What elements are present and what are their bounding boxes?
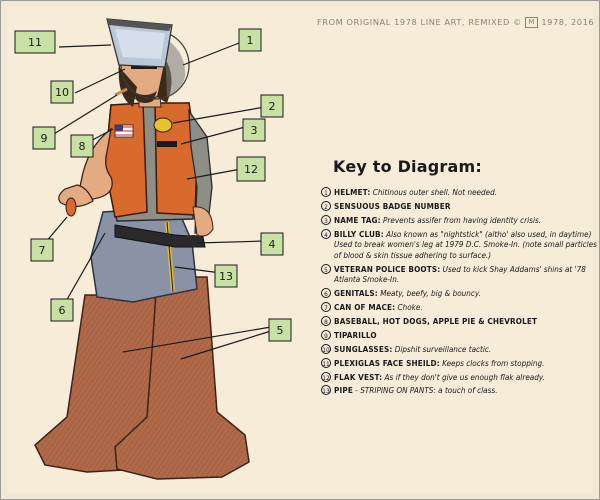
key-number: 12 [321,371,331,382]
credit-line: FROM ORIGINAL 1978 LINE ART, REMIXED © M… [317,17,595,28]
callout-9: 9 [41,132,48,145]
callout-2: 2 [269,100,276,113]
callout-6: 6 [59,304,66,317]
key-description: Meaty, beefy, big & bouncy. [380,288,481,299]
copyright-mark: © [513,17,522,27]
right-arm [188,108,214,237]
callout-13: 13 [219,270,233,283]
credit-text: FROM ORIGINAL 1978 LINE ART, REMIXED [317,17,510,27]
key-term: SENSUOUS BADGE NUMBER [334,200,451,211]
key-number: 13 [321,385,331,396]
key-term: VETERAN POLICE BOOTS: [334,263,441,274]
key-number: 1 [321,187,331,197]
key-description: - STRIPING ON PANTS: a touch of class. [355,385,498,396]
key-description: Prevents assifer from having identity cr… [383,214,542,225]
key-number: 2 [321,200,331,211]
key-term: BILLY CLUB: [334,228,384,239]
callout-12: 12 [244,163,258,176]
key-term: FLAK VEST: [334,371,383,382]
key-term: TIPARILLO [334,329,377,340]
callout-boxes [14,28,292,342]
key-number: 6 [321,288,331,299]
left-arm [58,127,113,217]
callout-1: 1 [247,34,254,47]
badge [153,117,173,133]
callout-8: 8 [79,140,86,153]
pants [90,206,198,303]
callout-3: 3 [251,124,258,137]
signature-logo: M [525,17,539,28]
callout-11: 11 [28,36,42,49]
key-description: Choke. [397,302,423,313]
paper: 1 2 3 4 5 6 7 8 9 10 11 12 13 FROM ORIGI… [7,7,597,493]
police-figure-diagram: 1 2 3 4 5 6 7 8 9 10 11 12 13 [14,18,292,480]
key-description: Keeps clocks from stopping. [442,357,545,368]
key-number: 9 [321,329,331,340]
key-description: Also known as "nightstick" (altho' also … [334,228,597,260]
callout-numbers: 1 2 3 4 5 6 7 8 9 10 11 12 13 [28,34,284,337]
billy-club [114,224,206,248]
callout-5: 5 [277,324,284,337]
key-term: SUNGLASSES: [334,343,393,354]
key-number: 4 [321,228,331,239]
key-description: Dipshit surveillance tactic. [394,343,492,354]
credit-year: 1978, 2016 [541,17,595,27]
key-number: 3 [321,214,331,225]
key-description: Used to kick Shay Addams' shins at '78 A… [334,263,586,285]
name-tag [157,141,177,147]
face-shield [106,18,173,68]
key-term: HELMET: [334,187,371,197]
leader-lines [44,42,272,360]
key-term: PLEXIGLAS FACE SHEILD: [334,357,440,368]
key-title: Key to Diagram: [333,157,482,176]
callout-4: 4 [269,238,276,251]
callout-10: 10 [55,86,69,99]
key-number: 10 [321,343,331,354]
key-term: NAME TAG: [334,214,381,225]
key-number: 5 [321,263,331,274]
key-description: Chitinous outer shell. Not needed. [372,187,498,197]
key-term: GENITALS: [334,288,378,299]
key-description: As if they don't give us enough flak alr… [384,371,545,382]
right-boot [114,276,250,480]
key-number: 7 [321,302,331,313]
key-term: BASEBALL, HOT DOGS, APPLE PIE & CHEVROLE… [334,316,538,327]
key-number: 8 [321,316,331,327]
key-term: CAN OF MACE: [334,302,396,313]
key-term: PIPE [334,385,353,396]
flag-patch [114,124,134,138]
callout-7: 7 [39,244,46,257]
key-number: 11 [321,357,331,368]
